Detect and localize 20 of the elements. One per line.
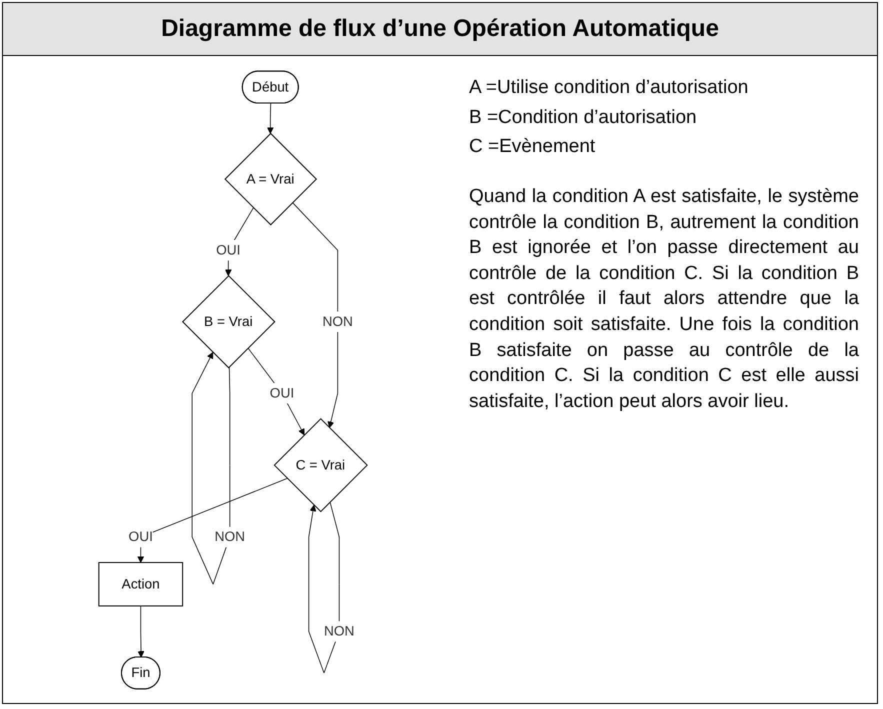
legend-definition: B =Condition d’autorisation	[469, 106, 698, 130]
edge-label: OUI	[216, 242, 240, 258]
arrow	[267, 103, 274, 134]
arrow	[292, 202, 338, 428]
legend-definition: A =Utilise condition d’autorisation	[469, 76, 750, 100]
edge-label: OUI	[270, 385, 294, 401]
node-diamond: A = Vrai	[224, 132, 318, 226]
node-diamond: B = Vrai	[182, 275, 276, 368]
edge-label: NON	[322, 314, 353, 330]
edge-label: NON	[214, 529, 246, 544]
description-text: Quand la condition A est satisfaite, le système contrôle la condition B, autrement la condition B est ignorée et l’on passe directement au contrôle de la condition C. Si la condition B est contrôlée il faut alors attendre que la condition soit satisfaite. Une fois la condition B satisfaite on passe au contrôle de la condition C. Si la condition C est elle aussi satisfaite, l’action peut alors avoir lieu.	[469, 184, 859, 414]
edge-label: NON	[324, 623, 354, 639]
title-bar: Diagramme de flux d’une Opération Automatique	[3, 3, 877, 56]
arrow	[137, 478, 288, 563]
edge-label: OUI	[128, 529, 153, 544]
legend-definition: C =Evènement	[469, 135, 596, 160]
arrow	[138, 606, 144, 658]
node-box: Action	[98, 562, 184, 606]
arrow	[248, 348, 305, 436]
node-diamond: C = Vrai	[274, 418, 368, 512]
